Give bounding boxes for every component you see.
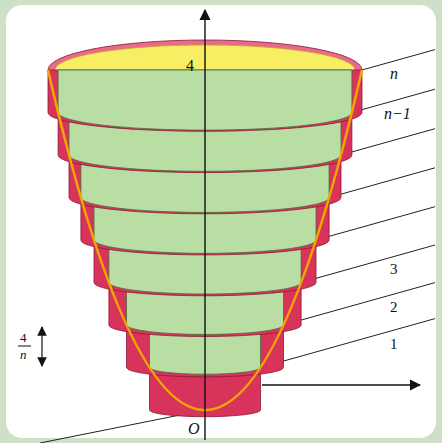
layer-number: 1 bbox=[390, 337, 398, 352]
fraction-numerator: 4 bbox=[20, 331, 27, 344]
fraction-denominator: n bbox=[20, 348, 27, 361]
layer-number: n−1 bbox=[384, 106, 411, 122]
layer-number: 2 bbox=[390, 300, 398, 315]
layer-number: n bbox=[390, 66, 398, 82]
x-axis bbox=[262, 384, 420, 385]
height-arrow bbox=[41, 327, 42, 366]
fraction-bar bbox=[18, 346, 31, 347]
origin-label: O bbox=[188, 421, 200, 437]
axis-value: 4 bbox=[186, 58, 194, 74]
y-axis bbox=[204, 10, 205, 440]
card bbox=[6, 5, 436, 438]
layer-number: 3 bbox=[390, 262, 398, 277]
